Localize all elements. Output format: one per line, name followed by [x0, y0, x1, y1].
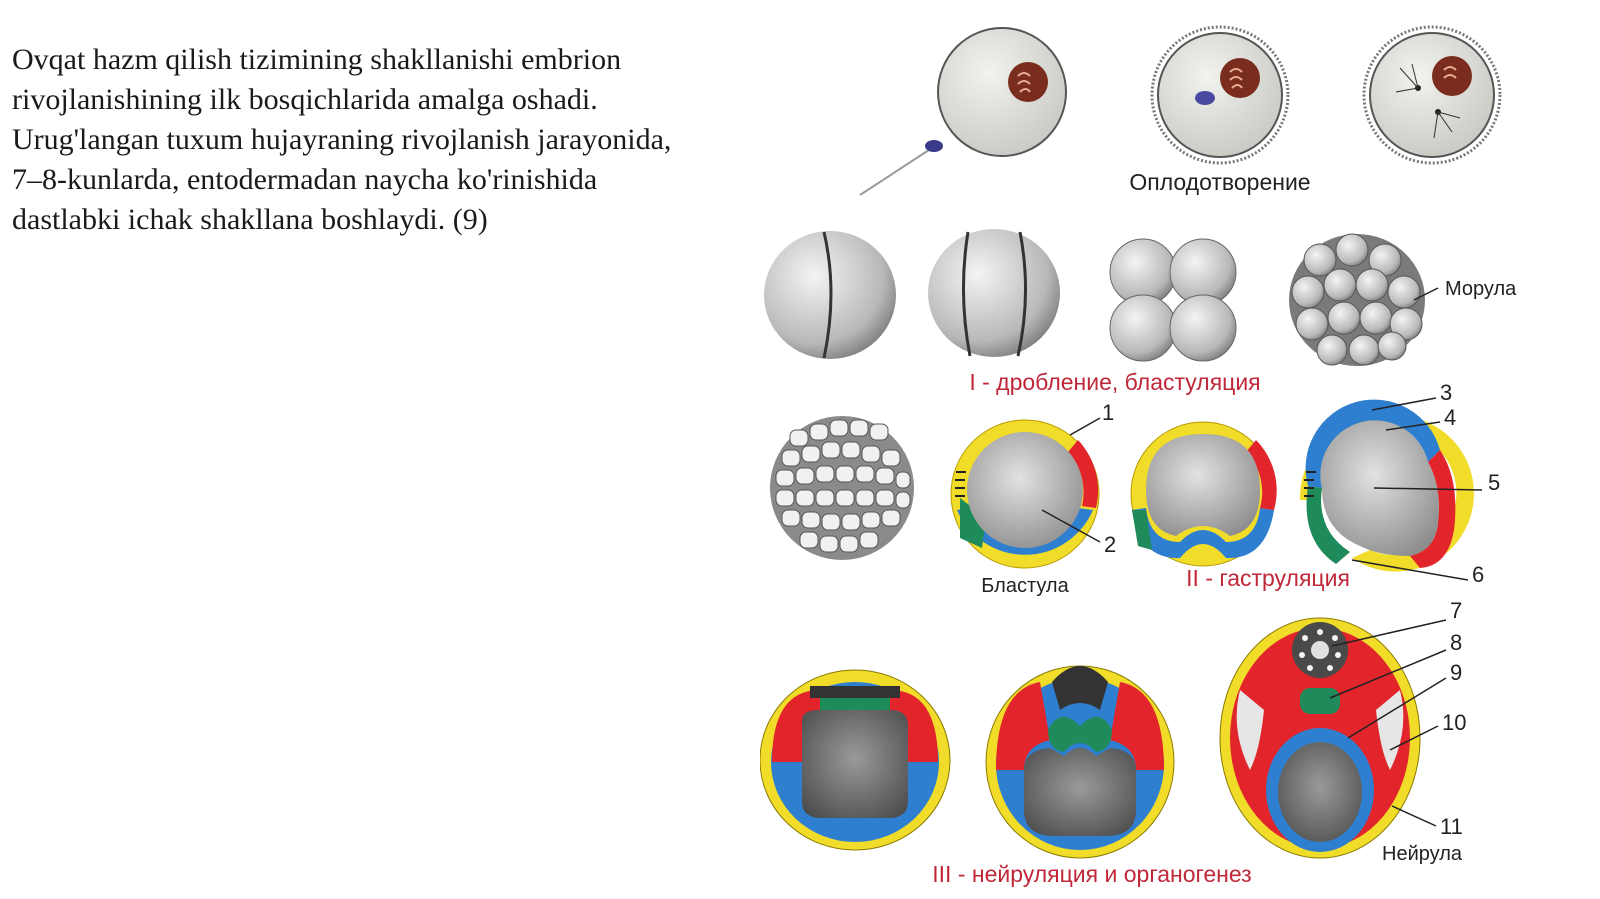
stage2-caption: II - гаструляция — [1186, 565, 1350, 591]
blastula-outer — [770, 416, 914, 560]
label-number-5: 5 — [1488, 470, 1500, 495]
label-number-2: 2 — [1104, 532, 1116, 557]
zygote-spindle — [1362, 25, 1502, 165]
stage1-caption: I - дробление, бластуляция — [969, 369, 1260, 395]
slide-text: Ovqat hazm qilish tizimining shakllanish… — [12, 40, 752, 240]
four-cell-stage — [928, 229, 1060, 357]
label-number-3: 3 — [1440, 380, 1452, 405]
egg-with-sperm — [859, 27, 1067, 196]
label-number-11: 11 — [1440, 814, 1463, 839]
morula-label: Морула — [1445, 278, 1517, 300]
two-cell-stage — [764, 231, 896, 359]
gastrulation-row: 1 2 3 4 5 6 Бластула II - гаструляция — [770, 380, 1500, 597]
early-gastrula-section — [1130, 421, 1277, 567]
blastula-section — [950, 419, 1100, 569]
blastula-label: Бластула — [981, 575, 1069, 597]
label-number-9: 9 — [1450, 660, 1462, 685]
neurula-label: Нейрула — [1382, 843, 1463, 865]
text-line-3: Urug'langan tuxum hujayraning rivojlanis… — [12, 123, 672, 156]
text-line-4: 7–8-kunlarda, entodermadan naycha ko'rin… — [12, 163, 598, 196]
text-line-5: dastlabki ichak shakllana boshlaydi. (9) — [12, 203, 488, 236]
label-number-4: 4 — [1444, 405, 1456, 430]
embryo-development-figure: Оплодотворение Морула I — [760, 10, 1600, 899]
fertilization-label: Оплодотворение — [1129, 169, 1310, 195]
label-number-10: 10 — [1442, 710, 1466, 735]
neural-groove-section — [985, 665, 1175, 859]
text-line-1: Ovqat hazm qilish tizimining shakllanish… — [12, 43, 622, 76]
neurula-section — [1219, 617, 1421, 859]
eight-cell-stage — [1109, 238, 1237, 362]
neurulation-row: 7 8 9 10 11 Нейрула III - нейруляция и о… — [760, 598, 1466, 887]
neural-plate-section — [760, 669, 951, 851]
cleavage-row: Морула I - дробление, бластуляция — [764, 229, 1517, 395]
label-number-8: 8 — [1450, 630, 1462, 655]
text-line-2: rivojlanishining ilk bosqichlarida amalg… — [12, 83, 598, 116]
label-number-6: 6 — [1472, 562, 1484, 587]
zygote-pronuclei — [1150, 25, 1290, 165]
morula-stage — [1289, 233, 1425, 366]
stage3-caption: III - нейруляция и органогенез — [932, 861, 1251, 887]
fertilization-row: Оплодотворение — [859, 25, 1502, 196]
label-number-1: 1 — [1102, 400, 1114, 425]
label-number-7: 7 — [1450, 598, 1462, 623]
